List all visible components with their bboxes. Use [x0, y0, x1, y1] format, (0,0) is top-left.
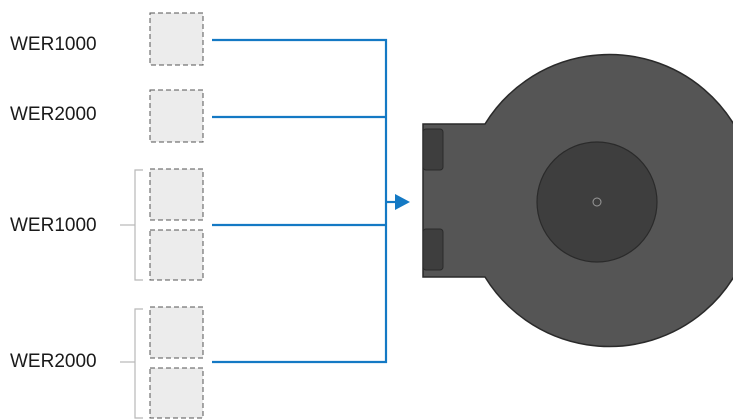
bracket-group-4: [120, 308, 143, 419]
module-label-1: WER1000: [10, 34, 97, 55]
unit-tab-bottom: [422, 228, 444, 271]
slot-box: [149, 367, 204, 419]
slot-box: [149, 12, 204, 66]
turntable-unit-icon: [422, 53, 733, 348]
bracket-group-3: [120, 169, 143, 281]
module-label-4: WER2000: [10, 351, 97, 372]
slot-box: [149, 89, 204, 143]
unit-tab-top: [422, 128, 444, 171]
slot-box: [149, 229, 204, 281]
module-label-2: WER2000: [10, 104, 97, 125]
connector-lines: [212, 38, 396, 364]
unit-platter: [536, 141, 658, 263]
module-label-3: WER1000: [10, 215, 97, 236]
unit-spindle: [592, 197, 602, 207]
slot-box: [149, 306, 204, 359]
slot-box: [149, 168, 204, 221]
arrow-right-icon: [395, 194, 410, 210]
